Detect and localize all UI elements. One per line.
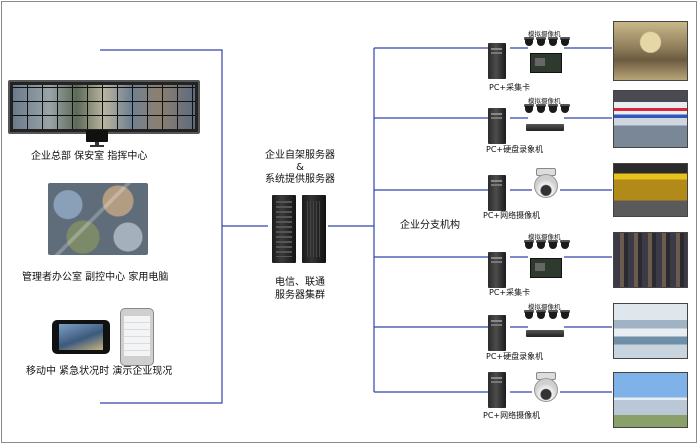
dome-camera-icon — [524, 37, 534, 46]
branch-photo-6 — [613, 372, 688, 428]
branch-pc-label-5: PC+硬盘录象机 — [486, 352, 544, 361]
video-wall-icon — [8, 80, 200, 134]
dome-camera-icon — [548, 240, 558, 249]
ptz-network-camera-icon — [533, 168, 558, 198]
dome-camera-icon — [560, 37, 570, 46]
branch-camera-label-5: 模拟摄像机 — [528, 303, 561, 311]
pc-tower-icon — [488, 108, 506, 144]
pc-tower-icon — [488, 252, 506, 288]
branch-camera-label-2: 模拟摄像机 — [528, 97, 561, 105]
left-group-label-3: 移动中 紧急状况时 演示企业现况 — [26, 366, 173, 377]
branch-label: 企业分支机构 — [400, 220, 460, 231]
phone-landscape-icon — [52, 320, 110, 354]
monitor-icon — [86, 130, 108, 148]
branch-pc-label-2: PC+硬盘录象机 — [486, 145, 544, 154]
branch-pc-label-6: PC+网络摄像机 — [483, 411, 541, 420]
pc-tower-icon — [488, 315, 506, 351]
phone-portrait-icon — [120, 308, 154, 366]
pc-tower-icon — [488, 372, 506, 408]
branch-photo-1 — [613, 21, 688, 81]
server-rack-icon — [302, 195, 326, 263]
dome-camera-icon — [536, 310, 546, 319]
dvr-recorder-icon — [526, 330, 564, 337]
branch-camera-label-4: 模拟摄像机 — [528, 233, 561, 241]
branch-photo-2 — [613, 90, 688, 148]
capture-card-icon — [530, 258, 562, 278]
capture-card-icon — [530, 53, 562, 73]
center-top-line-3: 系统提供服务器 — [265, 174, 335, 185]
server-rack-icon — [272, 195, 296, 263]
pc-tower-icon — [488, 43, 506, 79]
center-top-line-2: & — [296, 162, 304, 173]
branch-pc-label-1: PC+采集卡 — [489, 83, 531, 92]
dome-camera-icon — [536, 240, 546, 249]
dome-camera-icon — [560, 310, 570, 319]
ptz-network-camera-icon — [533, 372, 558, 402]
dome-camera-icon — [560, 104, 570, 113]
dome-camera-icon — [524, 104, 534, 113]
dome-camera-icon — [560, 240, 570, 249]
branch-pc-label-3: PC+网络摄像机 — [483, 211, 541, 220]
branch-photo-5 — [613, 303, 688, 359]
center-bottom-line-1: 电信、联通 — [275, 277, 325, 288]
branch-photo-3 — [613, 163, 688, 217]
dvr-recorder-icon — [526, 124, 564, 131]
branch-pc-label-4: PC+采集卡 — [489, 288, 531, 297]
pc-tower-icon — [488, 175, 506, 211]
dome-camera-icon — [524, 310, 534, 319]
branch-camera-label-1: 模拟摄像机 — [528, 30, 561, 38]
surveillance-collage-image — [48, 183, 148, 255]
dome-camera-icon — [536, 104, 546, 113]
branch-photo-4 — [613, 232, 688, 288]
dome-camera-icon — [548, 37, 558, 46]
dome-camera-icon — [548, 104, 558, 113]
dome-camera-icon — [548, 310, 558, 319]
center-bottom-line-2: 服务器集群 — [275, 290, 325, 301]
dome-camera-icon — [536, 37, 546, 46]
left-group-label-2: 管理者办公室 副控中心 家用电脑 — [22, 272, 169, 283]
left-group-label-1: 企业总部 保安室 指挥中心 — [31, 151, 148, 162]
dome-camera-icon — [524, 240, 534, 249]
center-top-line-1: 企业自架服务器 — [265, 150, 335, 161]
